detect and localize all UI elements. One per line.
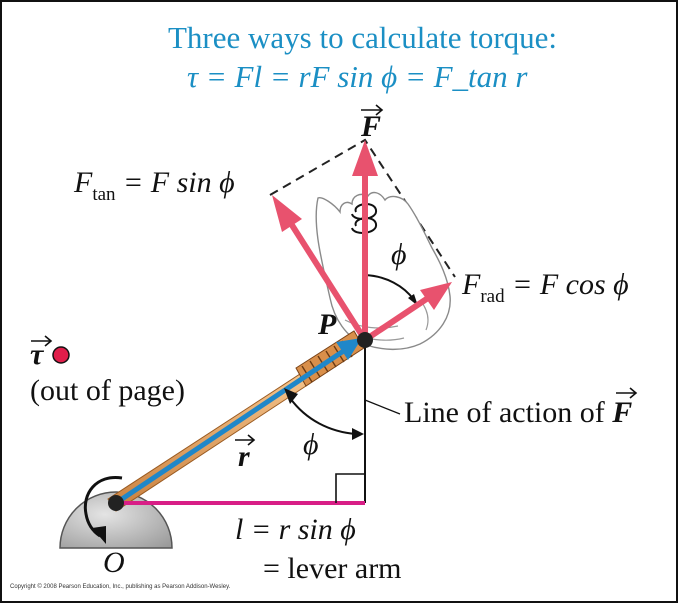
title-line-1: Three ways to calculate torque: — [168, 20, 558, 55]
vector-arrow-over-tau — [31, 335, 53, 347]
r-vector-arrowhead — [336, 338, 362, 360]
out-of-page-label: (out of page) — [30, 374, 185, 407]
f-tan-label: Ftan = F sin ϕ — [74, 166, 235, 205]
f-tan-subscript: tan — [92, 184, 116, 205]
phi-arc-lower-arrowhead-a — [284, 388, 298, 404]
line-of-action-text: Line of action of — [404, 396, 613, 429]
right-angle-marker — [335, 473, 365, 503]
rotation-arrowhead-icon — [92, 526, 106, 544]
phi-upper-label: ϕ — [391, 238, 407, 271]
point-p-dot — [357, 332, 373, 348]
vector-arrow-over-f-line — [616, 387, 638, 399]
r-label: r — [238, 440, 250, 473]
vector-arrow-over-f — [361, 104, 384, 116]
lever-equation: l = r sin ϕ — [235, 513, 356, 546]
f-tan-rhs: = F sin ϕ — [115, 166, 235, 199]
rotation-arrow-icon — [83, 476, 123, 538]
f-tan-symbol: F — [74, 166, 93, 199]
torque-dot-icon — [52, 346, 70, 364]
f-rad-subscript: rad — [480, 286, 505, 307]
force-vector-arrowhead — [352, 140, 378, 176]
vector-arrow-over-r — [235, 434, 256, 446]
title-line-2: τ = Fl = rF sin ϕ = F_tan r — [187, 59, 528, 94]
curl-symbol — [351, 203, 377, 234]
f-rad-vector — [363, 295, 430, 343]
phi-arc-lower-arrowhead-b — [352, 428, 364, 440]
hand-outline — [315, 191, 451, 351]
origin-dot — [108, 495, 124, 511]
origin-label: O — [103, 546, 125, 579]
point-p-label: P — [318, 308, 337, 341]
line-of-action-label: Line of action of F — [404, 398, 632, 428]
line-of-action-vector: F — [612, 396, 633, 429]
line-of-action-leader — [364, 399, 401, 415]
f-tan-vector — [287, 220, 368, 342]
f-rad-rhs: = F cos ϕ — [504, 268, 629, 301]
r-vector — [114, 347, 347, 506]
force-label: F — [361, 110, 382, 143]
f-tan-arrowhead — [272, 195, 302, 232]
f-rad-label: Frad = F cos ϕ — [462, 268, 629, 307]
f-rad-arrowhead — [420, 282, 452, 310]
copyright-notice: Copyright © 2008 Pearson Education, Inc.… — [10, 584, 231, 590]
phi-arc-lower — [289, 397, 357, 435]
lever-arm-label: = lever arm — [263, 552, 402, 585]
f-rad-symbol: F — [462, 268, 481, 301]
torque-label: τ — [30, 338, 44, 371]
phi-lower-label: ϕ — [303, 428, 319, 461]
